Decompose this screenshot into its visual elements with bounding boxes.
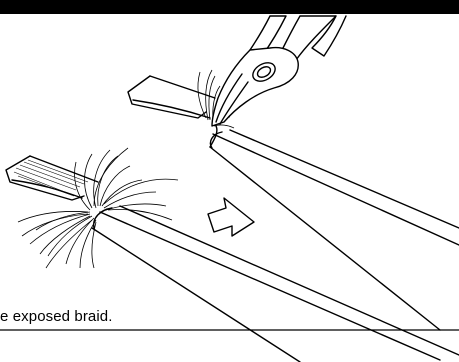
figure-caption: e exposed braid. xyxy=(0,308,113,325)
back-cable xyxy=(128,76,459,330)
front-cable xyxy=(6,156,459,362)
direction-arrow-icon xyxy=(208,198,254,236)
front-cable-braid xyxy=(18,148,178,268)
diagonal-cutter-icon xyxy=(212,16,346,126)
front-cable-hatching xyxy=(14,160,88,196)
top-border-band xyxy=(0,0,459,14)
